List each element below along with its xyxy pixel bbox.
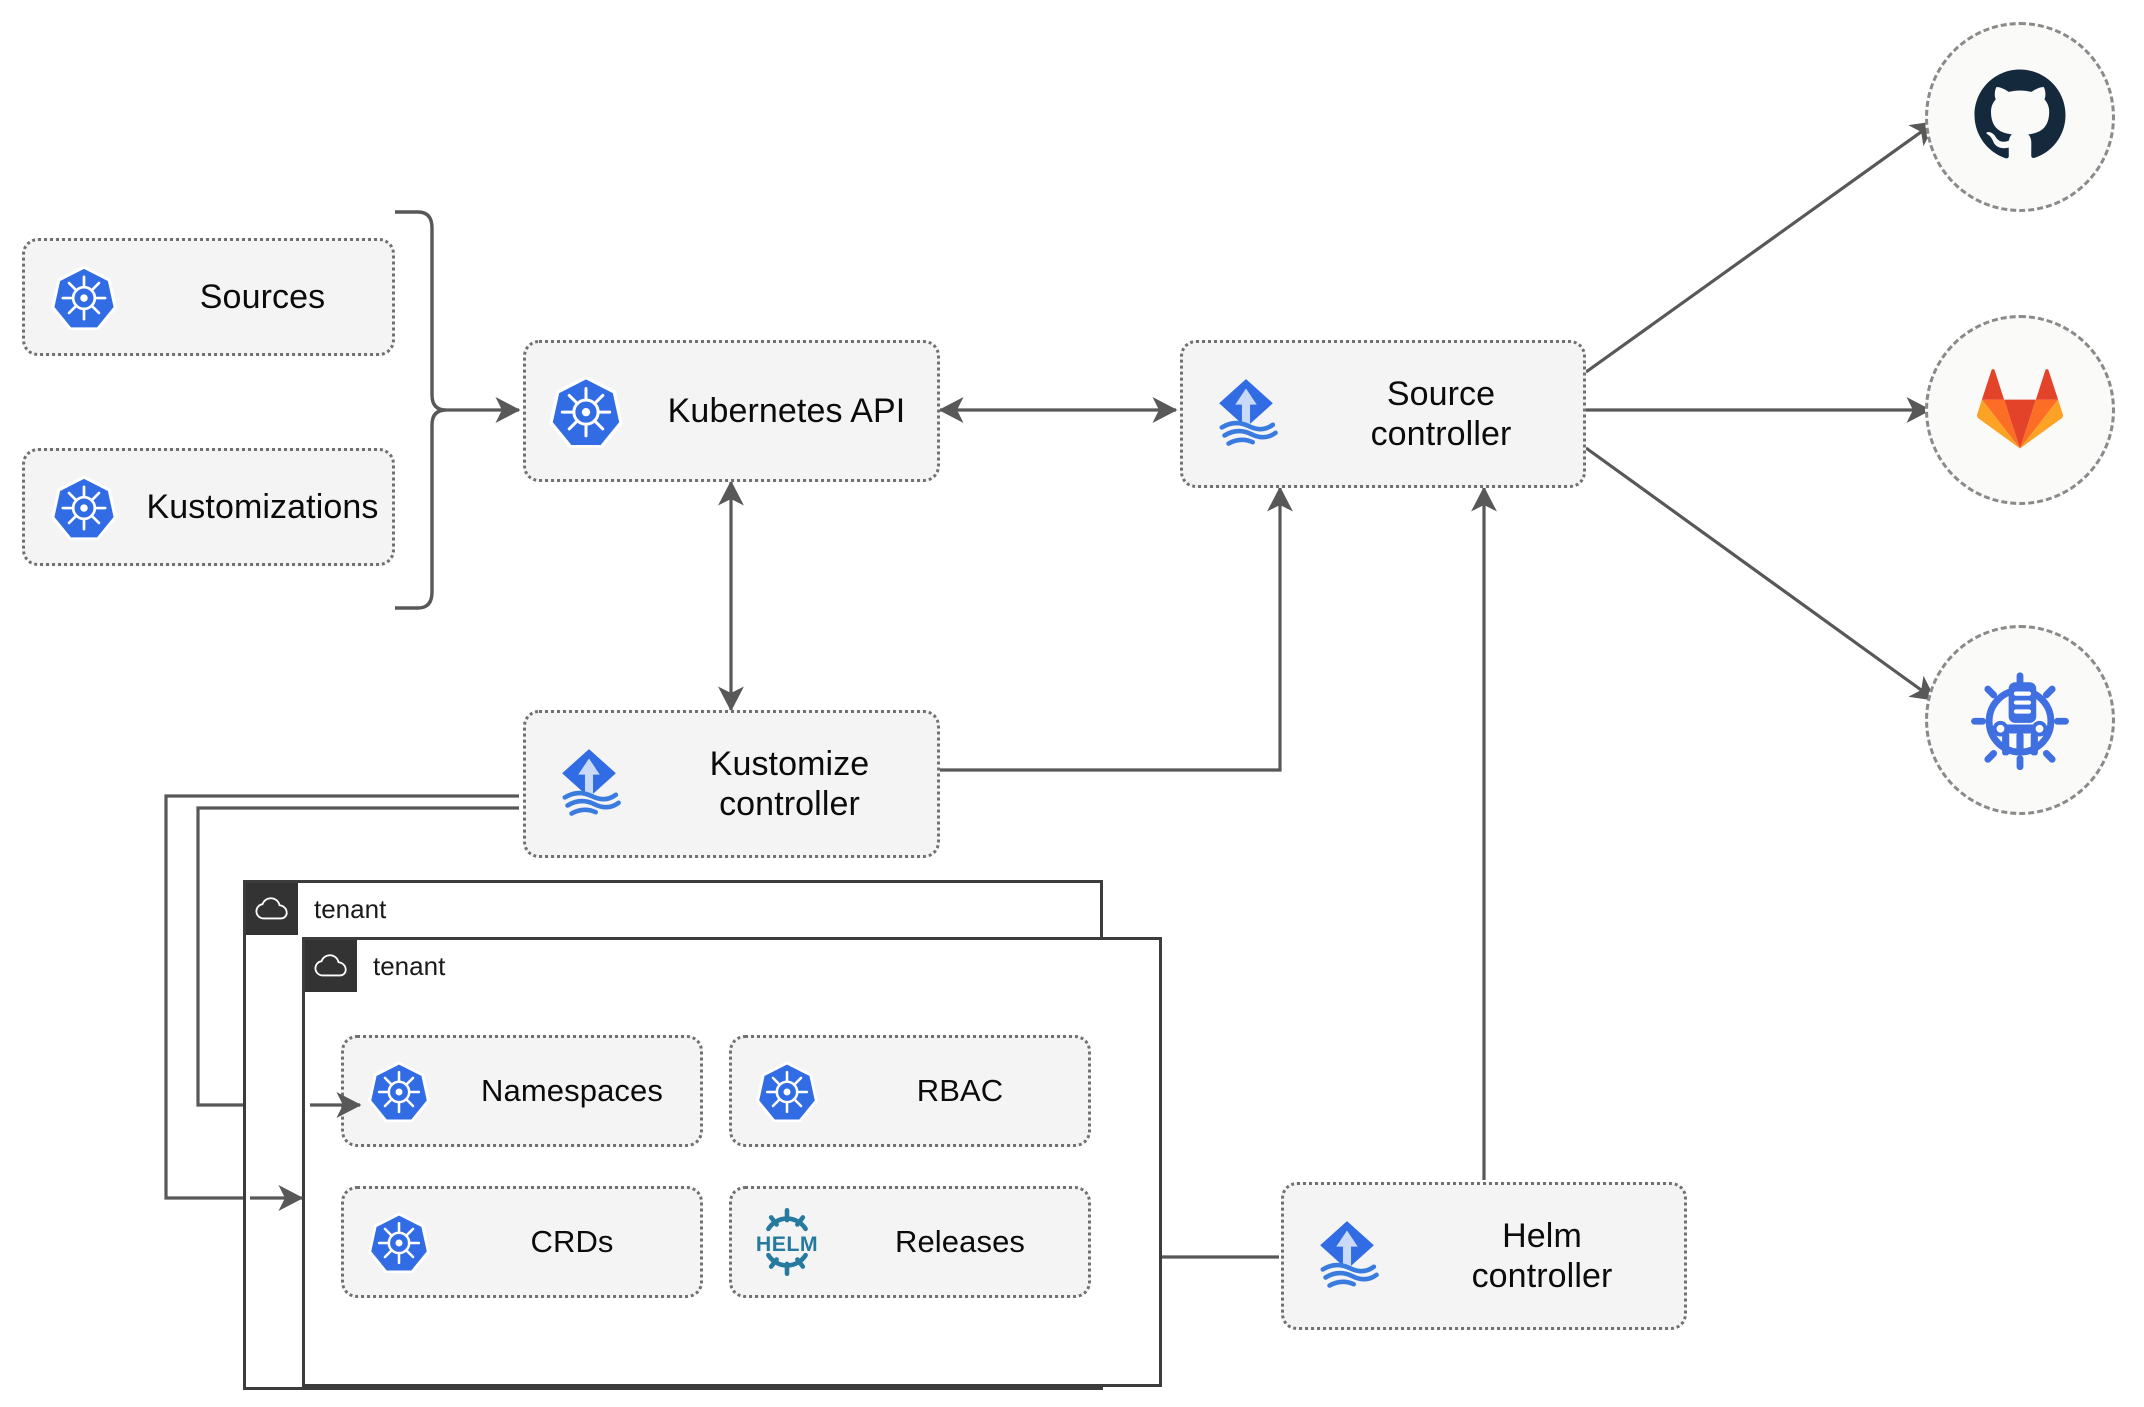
cloud-icon (246, 883, 298, 935)
node-releases[interactable]: HELM Releases (729, 1186, 1091, 1298)
node-source-controller[interactable]: Source controller (1180, 340, 1586, 488)
github-icon (1968, 63, 2072, 172)
node-label: Source controller (1370, 374, 1512, 453)
node-label: CRDs (530, 1223, 614, 1259)
provider-gitlab[interactable] (1925, 315, 2115, 505)
provider-helm-repository[interactable] (1925, 625, 2115, 815)
tenant-outer-label: tenant (314, 893, 387, 924)
node-label: Sources (199, 277, 326, 316)
cloud-icon (305, 940, 357, 992)
kubernetes-icon (526, 374, 646, 448)
provider-github[interactable] (1925, 22, 2115, 212)
flux-icon (526, 741, 652, 827)
edge-source-to-github (1585, 120, 1937, 374)
gitlab-icon (1972, 360, 2068, 461)
helm-repository-icon (1968, 666, 2072, 775)
edge-source-to-bucket (1585, 446, 1937, 702)
node-kustomize-controller[interactable]: Kustomize controller (523, 710, 940, 858)
flux-icon (1183, 371, 1309, 457)
svg-text:HELM: HELM (756, 1232, 818, 1256)
tenant-outer-header: tenant (246, 883, 386, 935)
flux-icon (1284, 1213, 1410, 1299)
node-label: Namespaces (481, 1072, 663, 1108)
node-label: Helm controller (1471, 1216, 1613, 1295)
kubernetes-icon (25, 474, 143, 540)
node-label: Kustomizations (146, 487, 379, 526)
node-kubernetes-api[interactable]: Kubernetes API (523, 340, 940, 482)
node-helm-controller[interactable]: Helm controller (1281, 1182, 1687, 1330)
node-label: Kustomize controller (709, 744, 870, 823)
helm-icon: HELM (732, 1207, 842, 1277)
node-crds[interactable]: CRDs (341, 1186, 703, 1298)
kubernetes-icon (344, 1060, 454, 1122)
node-sources[interactable]: Sources (22, 238, 395, 356)
input-group-brace (395, 210, 447, 610)
kubernetes-icon (344, 1211, 454, 1273)
node-rbac[interactable]: RBAC (729, 1035, 1091, 1147)
kubernetes-icon (25, 264, 143, 330)
kubernetes-icon (732, 1060, 842, 1122)
node-label: Kubernetes API (667, 391, 906, 430)
edge-kustomize-to-source-controller (940, 486, 1293, 772)
tenant-inner-header: tenant (305, 940, 445, 992)
node-kustomizations[interactable]: Kustomizations (22, 448, 395, 566)
tenant-inner[interactable]: tenant (302, 937, 1162, 1387)
tenant-inner-label: tenant (373, 950, 446, 981)
node-namespaces[interactable]: Namespaces (341, 1035, 703, 1147)
node-label: RBAC (916, 1072, 1004, 1108)
node-label: Releases (894, 1223, 1026, 1259)
